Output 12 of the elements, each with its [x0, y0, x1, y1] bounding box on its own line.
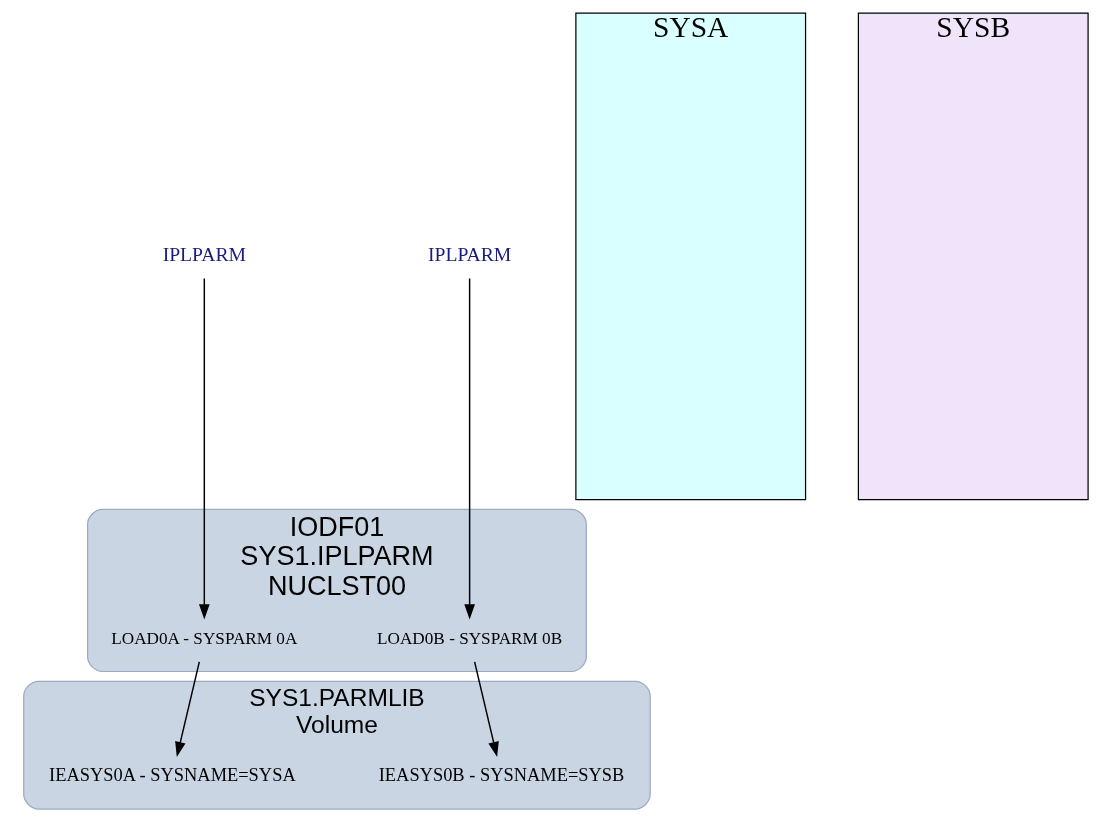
arrow — [463, 277, 475, 620]
node-text: IEASYS0A - SYSNAME=SYSA — [48, 765, 296, 786]
node-text: IPLPARM — [162, 242, 246, 265]
node-text: LOAD0A - SYSPARM 0A — [110, 629, 297, 649]
arrow — [174, 661, 200, 758]
arrow — [473, 661, 499, 758]
arrow — [198, 277, 210, 620]
node-text: LOAD0B - SYSPARM 0B — [376, 629, 562, 649]
node-box: SYSB — [857, 12, 1089, 501]
node-box: SYSA — [574, 12, 806, 501]
node-text: IEASYS0B - SYSNAME=SYSB — [378, 765, 624, 786]
node-text: IPLPARM — [427, 242, 511, 265]
